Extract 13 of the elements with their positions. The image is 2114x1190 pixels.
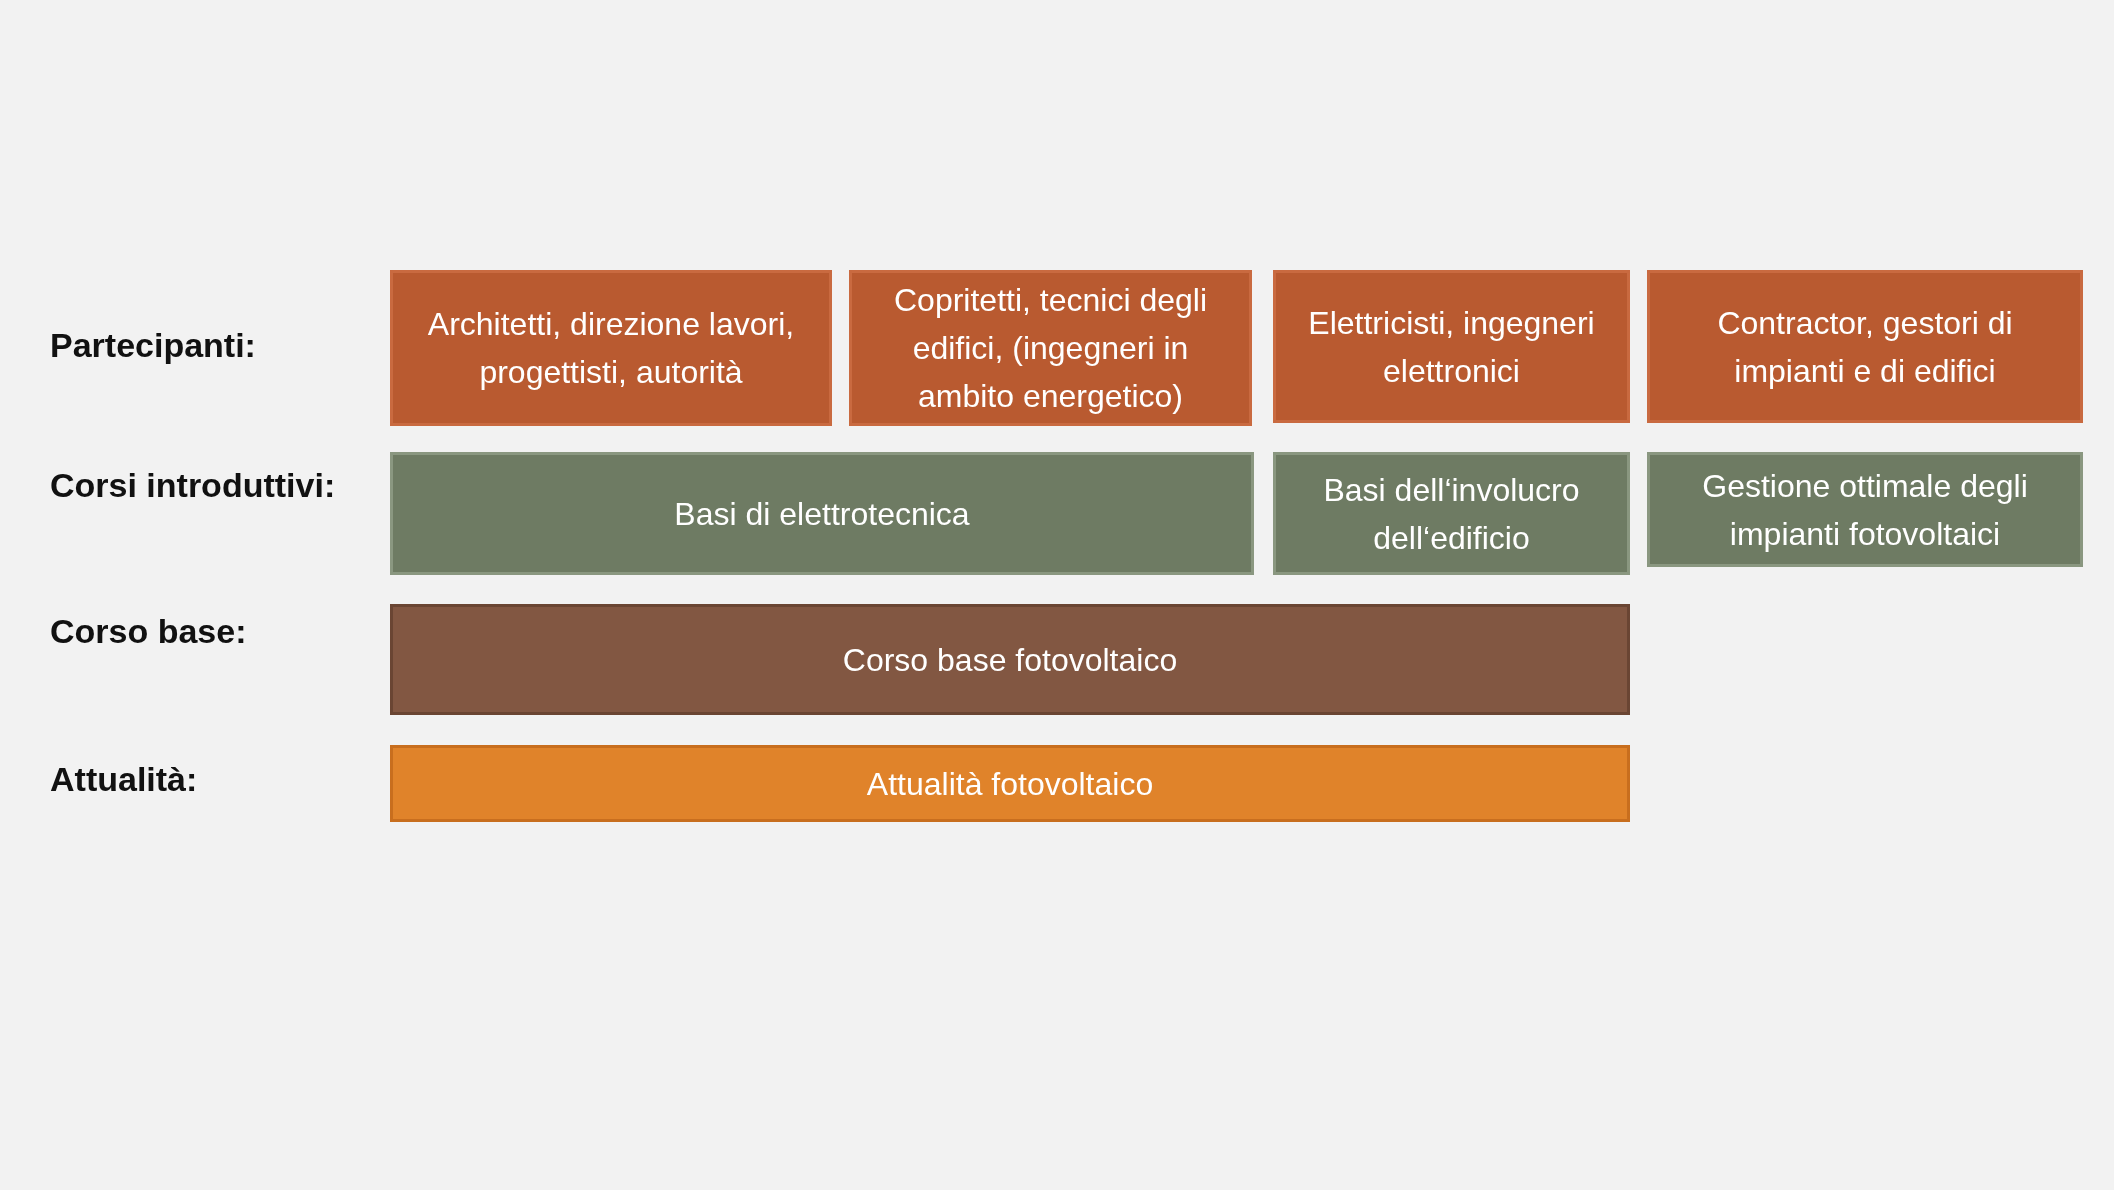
row-label: Partecipanti: — [50, 328, 256, 362]
course-box: Gestione ottimale degli impianti fotovoltaici — [1647, 452, 2083, 567]
course-box: Elettricisti, ingegneri elettronici — [1273, 270, 1630, 423]
row-label: Corso base: — [50, 614, 247, 648]
course-box: Corso base fotovoltaico — [390, 604, 1630, 715]
row-label: Attualità: — [50, 762, 198, 796]
course-box: Copritetti, tecnici degli edifici, (ingegneri in ambito energetico) — [849, 270, 1252, 426]
course-box: Architetti, direzione lavori, progettisti, autorità — [390, 270, 832, 426]
course-box: Basi dell‘involucro dell‘edificio — [1273, 452, 1630, 575]
course-box: Attualità fotovoltaico — [390, 745, 1630, 822]
course-box: Basi di elettrotecnica — [390, 452, 1254, 575]
course-box: Contractor, gestori di impianti e di edifici — [1647, 270, 2083, 423]
row-label: Corsi introduttivi: — [50, 468, 336, 502]
